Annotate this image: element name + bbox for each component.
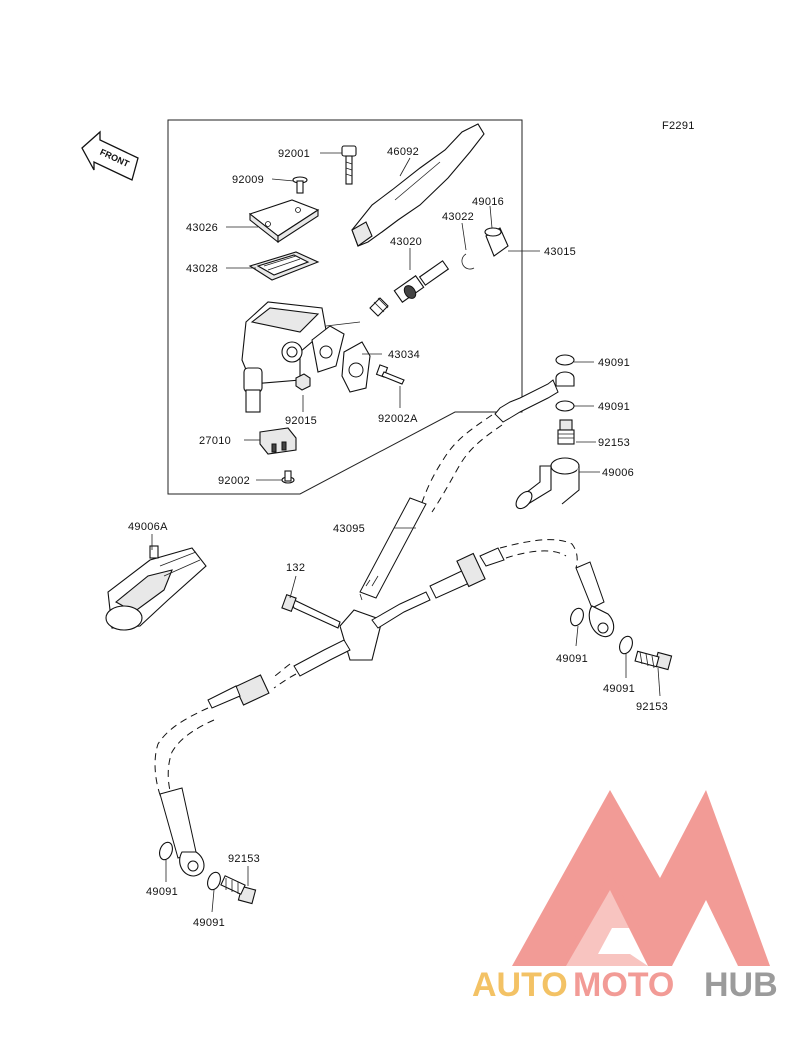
diaphragm (248, 251, 320, 281)
callout-43095: 43095 (333, 523, 365, 535)
reservoir-cap (248, 199, 320, 244)
switch-screw (281, 470, 295, 484)
caliper-49006A (105, 545, 207, 631)
washer-c (570, 607, 584, 627)
callout-46092: 46092 (387, 146, 419, 158)
washer-f (207, 871, 221, 891)
washer-b (555, 400, 575, 412)
right-brake-hose (371, 539, 615, 638)
banjo-bolt-left (220, 875, 257, 905)
pivot-bolt (341, 145, 357, 185)
brake-lever (351, 123, 485, 247)
callout-92153-a: 92153 (598, 437, 630, 449)
washer-d (619, 635, 633, 655)
brand-moto: MOTO (573, 966, 674, 1004)
callout-92015: 92015 (285, 415, 317, 427)
callout-49091-f: 49091 (193, 917, 225, 929)
handlebar-clamp (341, 341, 371, 393)
callout-43022: 43022 (442, 211, 474, 223)
callout-49091-c: 49091 (556, 653, 588, 665)
callout-49091-b: 49091 (598, 401, 630, 413)
callout-49091-e: 49091 (146, 886, 178, 898)
callout-49006A: 49006A (128, 521, 168, 533)
master-cylinder-body (241, 301, 361, 413)
clamp-bolt (375, 364, 405, 385)
callout-92153-c: 92153 (228, 853, 260, 865)
washer-e (159, 841, 173, 861)
banjo-bolt-right (634, 650, 673, 671)
brand-hub: HUB (704, 966, 778, 1004)
dust-boot (484, 227, 509, 257)
callout-49091-d: 49091 (603, 683, 635, 695)
callout-132: 132 (286, 562, 305, 574)
callout-43028: 43028 (186, 263, 218, 275)
callout-49006: 49006 (602, 467, 634, 479)
master-cylinder-box (167, 119, 523, 495)
left-brake-hose (154, 639, 351, 877)
piston-kit (369, 260, 450, 317)
banjo-union-49006 (515, 457, 580, 510)
callout-43034: 43034 (388, 349, 420, 361)
callout-43020: 43020 (390, 236, 422, 248)
callout-43026: 43026 (186, 222, 218, 234)
figure-code: F2291 (662, 120, 695, 132)
cover-screw (292, 176, 308, 194)
washer-a (555, 354, 575, 366)
callout-92009: 92009 (232, 174, 264, 186)
brake-switch (259, 427, 297, 455)
hose-joint-tee (281, 594, 383, 661)
callout-27010: 27010 (199, 435, 231, 447)
banjo-bolt-upper (557, 419, 575, 445)
front-arrow-icon: FRONT (81, 130, 139, 181)
callout-92001: 92001 (278, 148, 310, 160)
nut (295, 373, 311, 391)
leader-lines (151, 152, 661, 913)
callout-92002: 92002 (218, 475, 250, 487)
callout-43015: 43015 (544, 246, 576, 258)
banjo-fitting-upper (555, 371, 575, 387)
callout-49016: 49016 (472, 196, 504, 208)
circlip (461, 253, 475, 270)
automotohub-logo: AUTO MOTO HUB (472, 790, 778, 1004)
callout-92002A: 92002A (378, 413, 418, 425)
callout-92153-b: 92153 (636, 701, 668, 713)
brand-auto: AUTO (472, 966, 568, 1004)
callout-49091-a: 49091 (598, 357, 630, 369)
upper-brake-hose (359, 379, 559, 601)
